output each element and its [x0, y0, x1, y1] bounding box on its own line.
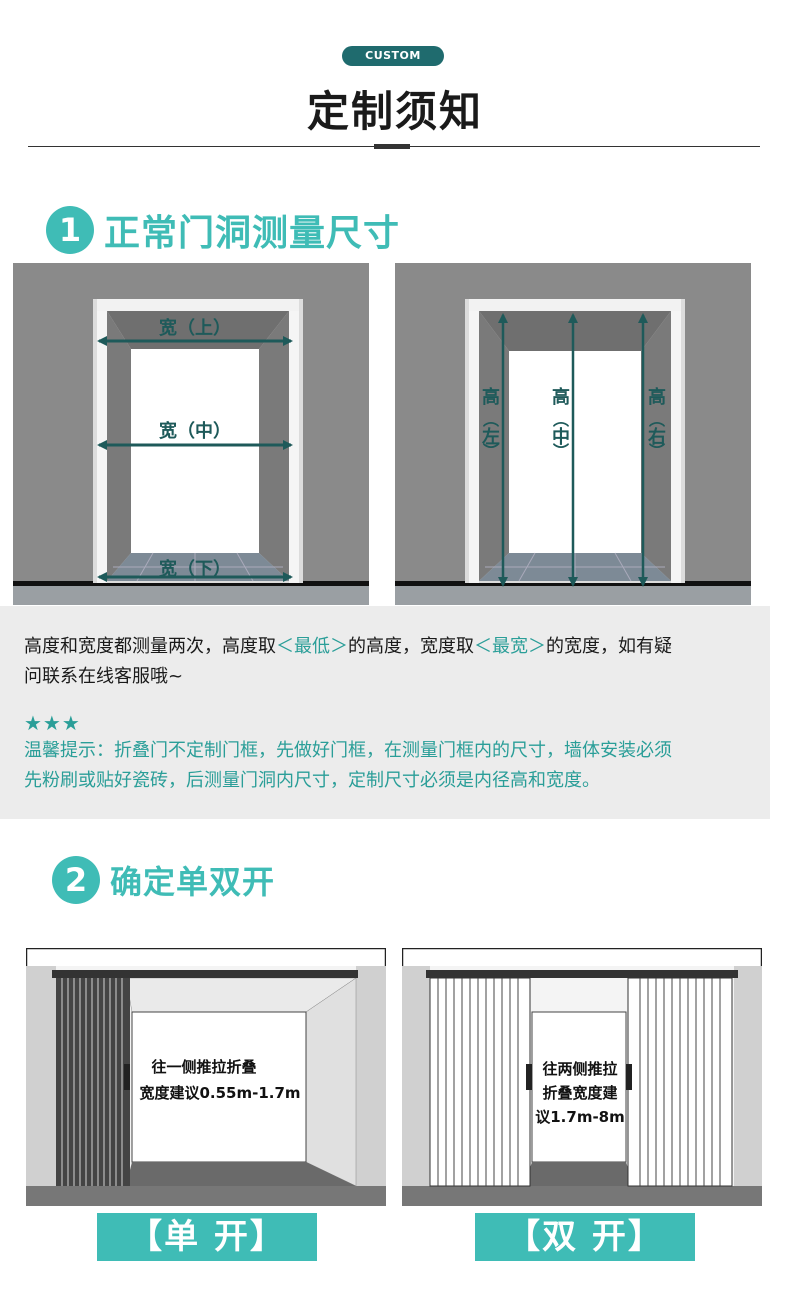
double-open-diagram: 往两侧推拉 折叠宽度建 议1.7m-8m [401, 947, 763, 1207]
note-line-2: 问联系在线客服哦~ [24, 666, 184, 687]
single-desc-line-2: 宽度建议0.55m-1.7m [138, 1084, 300, 1102]
section-1-number-icon: 1 [46, 206, 94, 254]
star-icons: ★★★ [24, 711, 81, 735]
height-left-head: 高 [482, 386, 500, 408]
svg-text:︶: ︶ [649, 442, 665, 461]
svg-text:︶: ︶ [483, 442, 499, 461]
section-2-title: 确定单双开 [110, 863, 276, 901]
svg-text:︵: ︵ [649, 410, 665, 429]
note-highlight-lowest: ＜最低＞ [276, 636, 348, 657]
width-measure-diagram: 宽（上） 宽（中） 宽（下） [13, 263, 369, 605]
tip-line-1: 温馨提示：折叠门不定制门框，先做好门框，在测量门框内的尺寸，墙体安装必须 [24, 740, 672, 761]
height-measure-diagram: 高 ︵ 左 ︶ 高 ︵ 中 ︶ 高 ︵ 右 ︶ [395, 263, 751, 605]
section-1-heading: 1 正常门洞测量尺寸 [46, 204, 400, 256]
height-left-pos: 左 [482, 426, 500, 448]
section-1-title: 正常门洞测量尺寸 [104, 213, 401, 254]
height-middle-head: 高 [552, 386, 570, 408]
svg-text:︶: ︶ [553, 442, 569, 461]
height-right-head: 高 [648, 386, 666, 408]
note-highlight-widest: ＜最宽＞ [474, 636, 546, 657]
width-bottom-label: 宽（下） [159, 558, 231, 580]
section-2-number-icon: 2 [52, 856, 100, 904]
page-title: 定制须知 [306, 87, 483, 136]
single-open-diagram: 往一侧推拉折叠 宽度建议0.55m-1.7m [25, 947, 387, 1207]
double-desc-line-3: 议1.7m-8m [535, 1108, 625, 1126]
width-middle-label: 宽（中） [159, 420, 231, 442]
double-desc-line-1: 往两侧推拉 [542, 1060, 617, 1078]
height-middle-pos: 中 [552, 426, 570, 448]
svg-text:︵: ︵ [483, 410, 499, 429]
height-right-pos: 右 [648, 426, 666, 448]
custom-badge: CUSTOM [342, 46, 444, 66]
measurement-notes: 高度和宽度都测量两次，高度取＜最低＞的高度，宽度取＜最宽＞的宽度，如有疑 问联系… [0, 606, 770, 819]
note-line-1: 高度和宽度都测量两次，高度取＜最低＞的高度，宽度取＜最宽＞的宽度，如有疑 [24, 636, 672, 657]
section-2-heading: 2 确定单双开 [52, 856, 275, 904]
double-desc-line-2: 折叠宽度建 [542, 1084, 618, 1102]
title-divider-mark [374, 144, 410, 149]
svg-text:︵: ︵ [553, 410, 569, 429]
tip-line-2: 先粉刷或贴好瓷砖，后测量门洞内尺寸，定制尺寸必须是内径高和宽度。 [24, 770, 600, 791]
width-top-label: 宽（上） [159, 317, 231, 339]
single-desc-line-1: 往一侧推拉折叠 [151, 1058, 256, 1076]
double-open-label: 【双 开】 [475, 1213, 695, 1261]
single-open-label: 【单 开】 [97, 1213, 317, 1261]
